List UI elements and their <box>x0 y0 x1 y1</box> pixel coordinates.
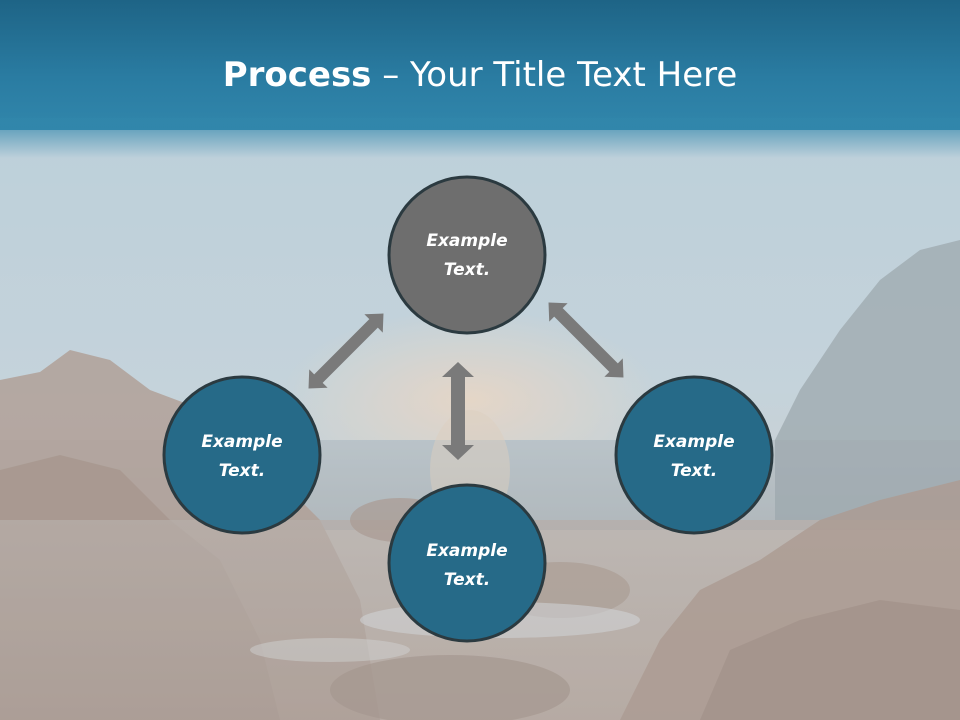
process-node-top: Example Text. <box>387 175 547 335</box>
node-top-line2: Text. <box>444 260 490 280</box>
node-right-line2: Text. <box>671 461 717 481</box>
title-band <box>0 0 960 130</box>
arrow-top-to-bottom <box>442 362 474 460</box>
node-left-line2: Text. <box>219 461 265 481</box>
node-right-line1: Example <box>653 432 734 452</box>
node-top-line1: Example <box>426 231 507 251</box>
node-bottom-line1: Example <box>426 541 507 561</box>
arrow-top-to-right <box>548 302 624 378</box>
title-band-fade <box>0 118 960 158</box>
process-node-right: Example Text. <box>614 375 774 535</box>
node-bottom-line2: Text. <box>444 570 490 590</box>
process-node-bottom: Example Text. <box>387 483 547 643</box>
node-left-line1: Example <box>201 432 282 452</box>
slide-title: Process – Your Title Text Here <box>0 52 960 98</box>
slide-title-rest: – Your Title Text Here <box>371 55 738 95</box>
process-node-left: Example Text. <box>162 375 322 535</box>
arrow-top-to-left <box>308 313 384 389</box>
slide-title-bold: Process <box>222 55 372 95</box>
